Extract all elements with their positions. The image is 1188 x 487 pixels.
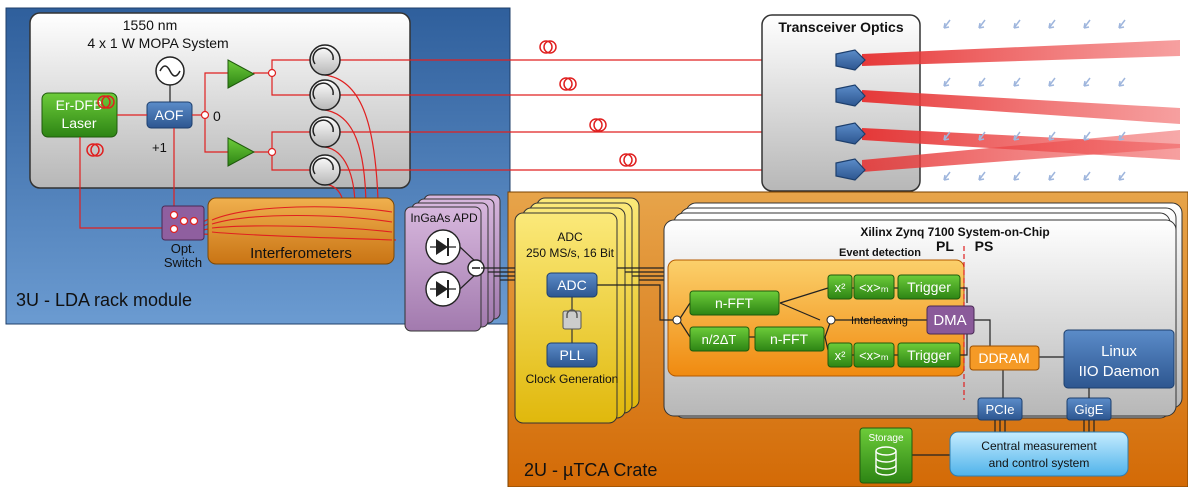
amplifier-upper-icon	[227, 59, 256, 89]
ddram-label: DDRAM	[978, 350, 1029, 366]
central-label-line1: Central measurement	[981, 439, 1097, 453]
linux-label-line1: Linux	[1101, 343, 1137, 360]
central-label-line2: and control system	[989, 456, 1090, 470]
trigger-upper-block	[897, 274, 961, 300]
order-zero-label: 0	[213, 108, 221, 124]
nfft-bottom-label: n-FFT	[770, 331, 809, 347]
photodiode-upper-icon	[425, 229, 461, 265]
pll-block	[546, 342, 598, 368]
gige-label: GigE	[1075, 402, 1104, 417]
chi2-lower-label: x²	[835, 348, 847, 363]
interleaving-label: Interleaving	[851, 315, 908, 327]
rack-label: 3U - LDA rack module	[16, 290, 192, 310]
chi2-lower-block	[827, 342, 853, 368]
split-node-icon	[672, 315, 682, 325]
central-system-block	[949, 431, 1129, 477]
storage-label: Storage	[868, 433, 903, 444]
time-shift-block	[689, 326, 750, 352]
interferometers-label: Interferometers	[250, 245, 352, 262]
dma-label: DMA	[933, 312, 966, 329]
wind-arrow-icons	[943, 19, 1126, 181]
trigger-lower-block	[897, 342, 961, 368]
laser-label-line1: Er-DFB	[56, 97, 103, 113]
laser-beams	[862, 40, 1180, 172]
fiber-coil-icons	[86, 40, 637, 167]
chi2-upper-label: x²	[835, 280, 847, 295]
database-icon	[875, 446, 897, 476]
crate-label: 2U - µTCA Crate	[524, 460, 657, 480]
adc-title-line1: ADC	[557, 230, 583, 244]
chi2-upper-block	[827, 274, 853, 300]
order-plus-one-label: +1	[152, 140, 167, 155]
time-shift-label: n/2ΔT	[702, 332, 737, 347]
mopa-title-line2: 4 x 1 W MOPA System	[87, 35, 228, 51]
switch-label-line2: Switch	[164, 255, 202, 270]
laser-label-line2: Laser	[61, 115, 96, 131]
soc-title: Xilinx Zynq 7100 System-on-Chip	[860, 225, 1049, 239]
clock-generation-label: Clock Generation	[526, 372, 619, 386]
mean-lower-label: <x>ₘ	[859, 348, 889, 363]
pl-label: PL	[936, 238, 954, 254]
interferometers-block	[207, 197, 395, 265]
photodiode-lower-icon	[425, 271, 461, 307]
nfft-bottom-block	[754, 326, 825, 352]
ps-label: PS	[975, 238, 994, 254]
dma-block	[926, 305, 975, 335]
mean-upper-block	[853, 274, 895, 300]
circulator-icons	[309, 44, 341, 186]
telescope-icons	[835, 49, 866, 181]
event-detection-title: Event detection	[839, 247, 921, 259]
pcie-label: PCIe	[986, 402, 1015, 417]
apd-label: InGaAs APD	[410, 211, 478, 225]
nfft-top-label: n-FFT	[715, 295, 754, 311]
nfft-top-block	[689, 290, 780, 316]
interleave-node-icon	[826, 315, 836, 325]
mean-lower-block	[853, 342, 895, 368]
trigger-upper-label: Trigger	[907, 279, 951, 295]
adc-title-line2: 250 MS/s, 16 Bit	[526, 246, 615, 260]
lock-icon	[562, 310, 582, 330]
linux-label-line2: IIO Daemon	[1079, 363, 1160, 380]
transceiver-title: Transceiver Optics	[778, 19, 904, 35]
switch-label-line1: Opt.	[171, 241, 196, 256]
ddram-block	[969, 345, 1040, 371]
mean-upper-label: <x>ₘ	[859, 280, 889, 295]
adc-block-label: ADC	[557, 277, 587, 293]
amplifier-lower-icon	[227, 137, 256, 167]
linux-iio-block	[1063, 329, 1175, 389]
sine-wave-icon	[159, 65, 181, 77]
mopa-title-line1: 1550 nm	[123, 17, 177, 33]
signal-lines	[597, 284, 1064, 398]
trigger-lower-label: Trigger	[907, 347, 951, 363]
aof-label: AOF	[155, 107, 184, 123]
pll-block-label: PLL	[560, 347, 585, 363]
